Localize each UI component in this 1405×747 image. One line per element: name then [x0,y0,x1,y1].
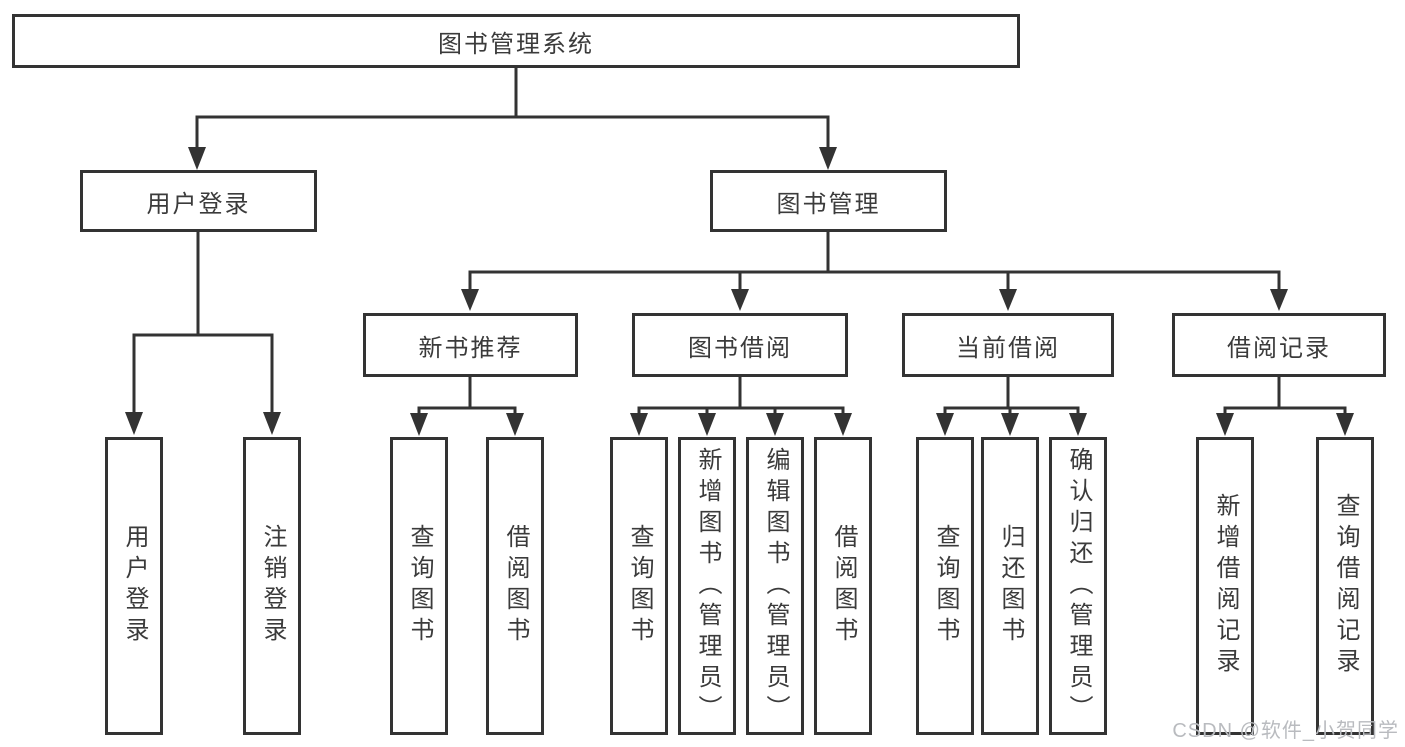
connector-borrow-records-to-leaves [1216,377,1354,436]
connector-new-book-recommend-to-leaves [410,377,524,436]
leaf-label: 新增图书（管理员） [694,446,721,726]
leaf-edit-book-admin: 编辑图书（管理员） [746,437,804,735]
leaf-user-login: 用户登录 [105,437,163,735]
node-label: 用户登录 [146,190,251,218]
leaf-label: 借阅图书 [830,524,857,648]
node-current-borrow: 当前借阅 [902,313,1114,377]
leaf-label: 查询图书 [932,524,959,648]
leaf-add-book-admin: 新增图书（管理员） [678,437,736,735]
node-book-management: 图书管理 [710,170,947,232]
leaf-label: 借阅图书 [502,524,529,648]
leaf-borrow-books: 借阅图书 [814,437,872,735]
leaf-label: 查询图书 [406,524,433,648]
node-label: 图书管理系统 [438,30,594,58]
leaf-query-books-borrow: 查询图书 [610,437,668,735]
leaf-label: 确认归还（管理员） [1065,446,1092,726]
connector-current-borrow-to-leaves [936,377,1087,436]
node-label: 当前借阅 [956,334,1060,362]
connector-user-login-to-leaves [125,232,281,435]
leaf-add-borrow-record: 新增借阅记录 [1196,437,1254,735]
leaf-label: 用户登录 [121,524,148,648]
leaf-query-books-recommend: 查询图书 [390,437,448,735]
leaf-query-borrow-record: 查询借阅记录 [1316,437,1374,735]
leaf-label: 新增借阅记录 [1212,493,1239,679]
leaf-label: 编辑图书（管理员） [762,446,789,726]
leaf-logout: 注销登录 [243,437,301,735]
node-label: 图书借阅 [688,334,792,362]
node-label: 借阅记录 [1227,334,1331,362]
leaf-confirm-return-admin: 确认归还（管理员） [1049,437,1107,735]
leaf-return-book: 归还图书 [981,437,1039,735]
leaf-label: 归还图书 [997,524,1024,648]
leaf-query-books-current: 查询图书 [916,437,974,735]
node-book-borrow: 图书借阅 [632,313,848,377]
node-user-login: 用户登录 [80,170,317,232]
connector-book-management-to-modules [461,232,1288,311]
leaf-borrow-books-recommend: 借阅图书 [486,437,544,735]
leaf-label: 注销登录 [259,524,286,648]
node-label: 新书推荐 [418,334,523,362]
leaf-label: 查询借阅记录 [1332,493,1359,679]
connector-book-borrow-to-leaves [630,377,852,436]
node-new-book-recommend: 新书推荐 [363,313,578,377]
node-system-root: 图书管理系统 [12,14,1020,68]
node-label: 图书管理 [776,190,881,218]
node-borrow-records: 借阅记录 [1172,313,1386,377]
watermark: CSDN @软件_小贺同学 [1172,720,1399,742]
connector-root-to-level2 [188,68,837,170]
leaf-label: 查询图书 [626,524,653,648]
